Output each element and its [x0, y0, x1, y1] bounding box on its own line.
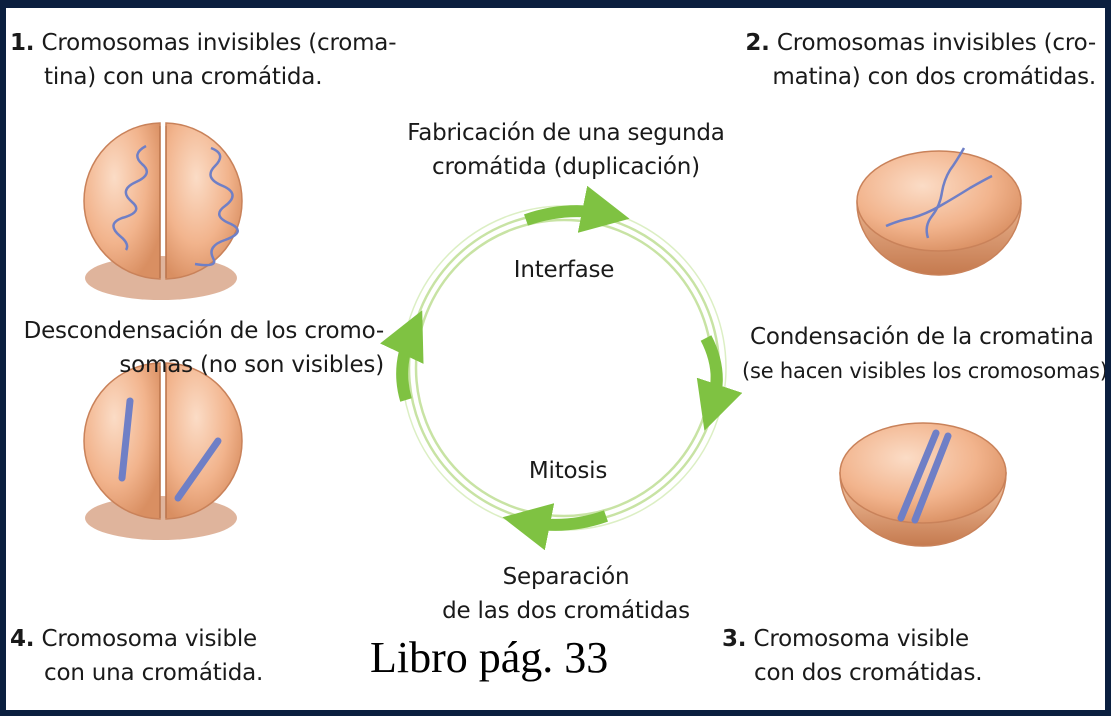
stage-2-label: 2. Cromosomas invisibles (cro- matina) c… — [646, 26, 1096, 94]
separation-line2: de las dos cromátidas — [442, 598, 690, 624]
cycle-arrows — [380, 185, 743, 551]
arrow-duplication — [524, 185, 630, 233]
duplication-line2: cromátida (duplicación) — [432, 154, 700, 180]
stage-1-label: 1. Cromosomas invisibles (croma- tina) c… — [10, 26, 450, 94]
chromatin-thread — [112, 144, 149, 251]
stage-3-label: 3. Cromosoma visible con dos cromátidas. — [722, 622, 1062, 690]
decondensation-line2: somas (no son visibles) — [119, 352, 384, 378]
cell-cycle-artwork — [83, 122, 1022, 551]
chromatin-thread — [194, 146, 239, 267]
condensation-label: Condensación de la cromatina (se hacen v… — [742, 320, 1105, 388]
cell-stage-1 — [83, 122, 243, 300]
stage-2-line1: Cromosomas invisibles (cro- — [776, 30, 1096, 56]
stage-1-line2: tina) con una cromátida. — [44, 64, 323, 90]
condensation-line2: (se hacen visibles los cromosomas) — [742, 359, 1105, 383]
chromosome — [118, 397, 134, 482]
cell-stage-2 — [856, 147, 1022, 276]
chromosome — [897, 429, 940, 522]
stage-4-line2: con una cromátida. — [44, 660, 264, 686]
decondensation-line1: Descondensación de los cromo- — [23, 318, 385, 344]
chromatin-thread — [925, 147, 966, 239]
chromosome — [911, 432, 952, 524]
stage-4-number: 4. — [10, 626, 35, 652]
cell-stage-4 — [83, 362, 243, 540]
interphase-label: Interfase — [513, 257, 615, 283]
stage-3-line2: con dos cromátidas. — [754, 660, 983, 686]
chromatin-thread — [885, 174, 993, 228]
arrow-condensation — [696, 335, 743, 431]
condensation-line1: Condensación de la cromatina — [750, 324, 1094, 350]
diagram-page: 1. Cromosomas invisibles (croma- tina) c… — [6, 8, 1105, 710]
mitosis-label: Mitosis — [528, 458, 608, 484]
stage-3-number: 3. — [722, 626, 747, 652]
chromosome — [174, 437, 222, 502]
duplication-line1: Fabricación de una segunda — [407, 120, 725, 146]
stage-3-line1: Cromosoma visible — [753, 626, 970, 652]
book-page-reference: Libro pág. 33 — [370, 633, 609, 682]
stage-2-number: 2. — [745, 30, 770, 56]
separation-label: Separación de las dos cromátidas — [406, 560, 726, 628]
decondensation-label: Descondensación de los cromo- somas (no … — [6, 314, 385, 382]
stage-4-label: 4. Cromosoma visible con una cromátida. — [10, 622, 340, 690]
arrow-separation — [502, 503, 608, 551]
stage-1-line1: Cromosomas invisibles (croma- — [41, 30, 397, 56]
separation-line1: Separación — [502, 564, 630, 590]
duplication-label: Fabricación de una segunda cromátida (du… — [366, 116, 766, 184]
arrow-decondensation — [380, 310, 424, 402]
stage-1-number: 1. — [10, 30, 35, 56]
cell-stage-3 — [839, 422, 1007, 547]
stage-2-line2: matina) con dos cromátidas. — [772, 64, 1096, 90]
stage-4-line1: Cromosoma visible — [41, 626, 258, 652]
